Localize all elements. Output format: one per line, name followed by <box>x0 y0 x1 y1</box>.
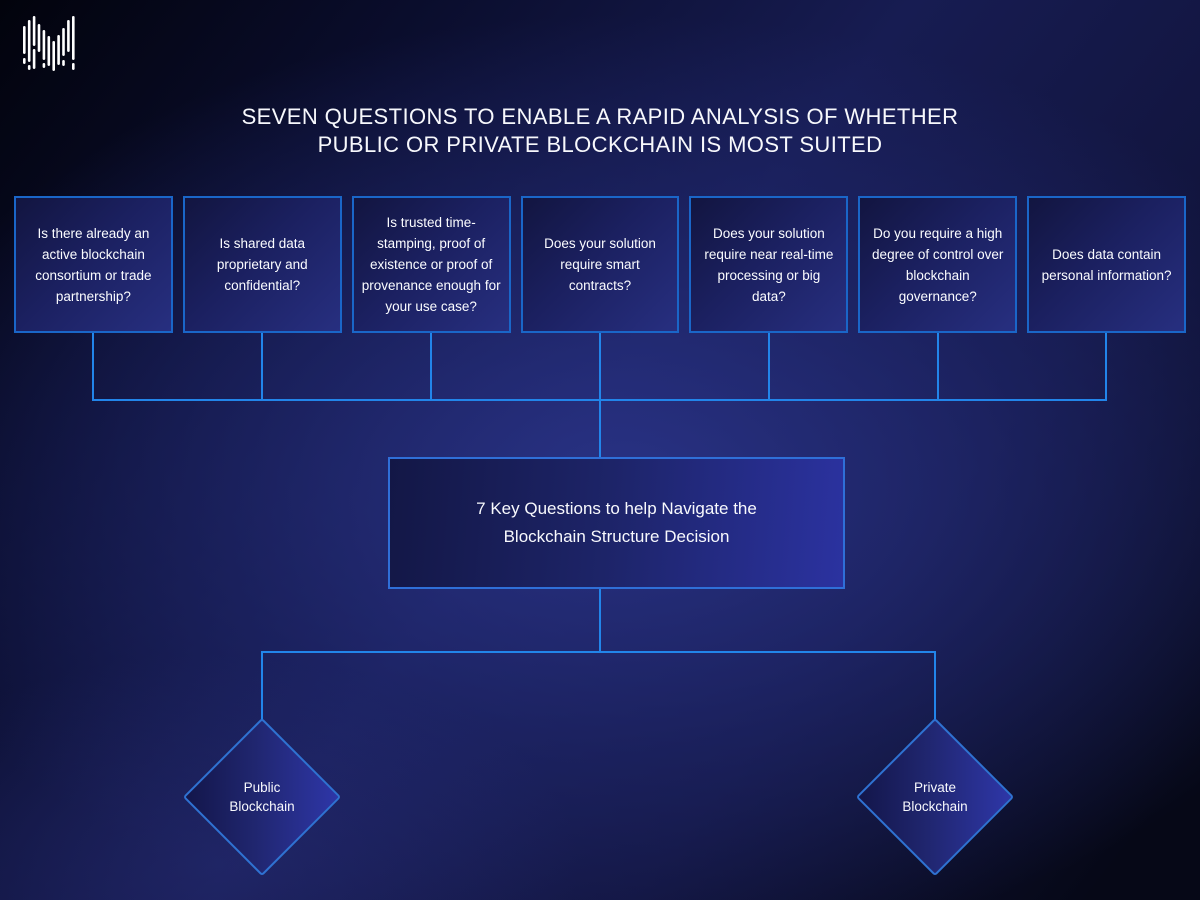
page-title-line-2: PUBLIC OR PRIVATE BLOCKCHAIN IS MOST SUI… <box>317 132 883 157</box>
question-label: Is shared data proprietary and confident… <box>216 236 308 293</box>
connector-hub-drop <box>599 399 601 457</box>
outcome-label-private: Private Blockchain <box>902 780 968 814</box>
question-card-consortium: Is there already an active blockchain co… <box>14 196 173 333</box>
question-row: Is there already an active blockchain co… <box>14 196 1187 333</box>
connector-stub-4 <box>599 333 601 399</box>
outcome-diamond-public: Public Blockchain <box>182 717 342 877</box>
question-card-timestamping: Is trusted time-stamping, proof of exist… <box>351 196 511 333</box>
page-title: SEVEN QUESTIONS TO ENABLE A RAPID ANALYS… <box>0 103 1200 159</box>
question-card-governance: Do you require a high degree of control … <box>858 196 1018 333</box>
question-card-realtime: Does your solution require near real-tim… <box>689 196 849 333</box>
hub-box: 7 Key Questions to help Navigate the Blo… <box>388 457 845 589</box>
question-label: Does your solution require smart contrac… <box>544 236 656 293</box>
connector-bus-bottom <box>261 651 936 653</box>
connector-stub-1 <box>92 333 94 399</box>
connector-stub-6 <box>937 333 939 399</box>
question-card-personal-info: Does data contain personal information? <box>1027 196 1187 333</box>
connector-stub-5 <box>768 333 770 399</box>
connector-public-drop <box>261 651 263 724</box>
question-label: Is trusted time-stamping, proof of exist… <box>361 215 501 314</box>
outcome-diamond-private: Private Blockchain <box>855 717 1015 877</box>
hub-label-line-2: Blockchain Structure Decision <box>503 527 730 546</box>
connector-private-drop <box>934 651 936 724</box>
question-card-shared-data: Is shared data proprietary and confident… <box>182 196 342 333</box>
question-label: Does your solution require near real-tim… <box>704 225 834 304</box>
connector-stub-2 <box>261 333 263 399</box>
connector-hub-down <box>599 589 601 652</box>
connector-stub-7 <box>1105 333 1107 399</box>
m-soundwave-logo-icon <box>22 13 78 77</box>
outcome-label-public: Public Blockchain <box>229 780 295 814</box>
question-card-smart-contracts: Does your solution require smart contrac… <box>520 196 680 333</box>
question-label: Does data contain personal information? <box>1041 246 1172 283</box>
page-title-line-1: SEVEN QUESTIONS TO ENABLE A RAPID ANALYS… <box>241 104 959 129</box>
connector-stub-3 <box>430 333 432 399</box>
question-label: Is there already an active blockchain co… <box>35 225 152 304</box>
question-label: Do you require a high degree of control … <box>872 225 1004 304</box>
hub-label-line-1: 7 Key Questions to help Navigate the <box>476 499 757 518</box>
